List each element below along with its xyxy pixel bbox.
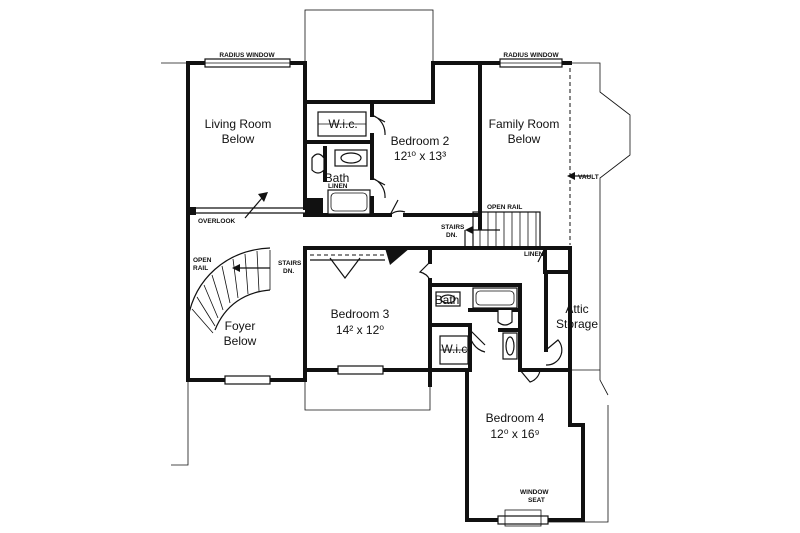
bedroom2-label: Bedroom 2 [391, 134, 450, 148]
bedroom2-dim: 12¹⁰ x 13³ [394, 149, 446, 163]
bath-lower-label: Bath [435, 293, 460, 307]
bedroom3-label: Bedroom 3 [331, 307, 390, 321]
stairs-left-2: DN. [283, 268, 294, 275]
bath-fixtures [311, 111, 518, 365]
radius-window-right: RADIUS WINDOW [503, 52, 559, 59]
open-rail-right: OPEN RAIL [487, 204, 522, 211]
linen-right: LINEN [524, 251, 544, 258]
foyer-below: Below [224, 334, 257, 348]
stairs-right-2: DN. [446, 232, 457, 239]
family-room-label: Family Room [489, 117, 560, 131]
bedroom3-dim: 14² x 12⁰ [336, 323, 384, 337]
attic-storage: Storage [556, 317, 598, 331]
stairs-left-1: STAIRS [278, 260, 302, 267]
window-seat-1: WINDOW [520, 489, 549, 496]
foyer-label: Foyer [225, 319, 256, 333]
lower-level-outlines [161, 9, 631, 523]
interior-walls [188, 100, 572, 372]
vault-line [567, 68, 590, 245]
windows [204, 58, 563, 527]
window-seat-2: SEAT [528, 497, 545, 504]
overlook-arrow [244, 192, 268, 219]
family-room-below: Below [508, 132, 541, 146]
doors [329, 114, 563, 383]
room-labels: Living Room Below Family Room Below Bedr… [205, 117, 599, 441]
linen-upper: LINEN [328, 183, 348, 190]
open-rail-left-2: RAIL [193, 265, 208, 272]
stairs-right-1: STAIRS [441, 224, 465, 231]
living-room-label: Living Room [205, 117, 272, 131]
bedroom4-dim: 12⁰ x 16⁹ [490, 427, 539, 441]
open-rail-left-1: OPEN [193, 257, 212, 264]
bedroom4-label: Bedroom 4 [486, 411, 545, 425]
overlook-label: OVERLOOK [198, 218, 236, 225]
columns [188, 198, 410, 265]
wic-lower-label: W.i.c. [441, 342, 470, 356]
radius-window-left: RADIUS WINDOW [219, 52, 275, 59]
straight-stair [464, 211, 541, 249]
living-room-below: Below [222, 132, 255, 146]
wic-upper-label: W.i.c. [328, 117, 357, 131]
bath-upper-label: Bath [325, 171, 350, 185]
attic-label: Attic [565, 302, 588, 316]
vault-label: VAULT [578, 174, 599, 181]
curved-stair [187, 247, 271, 334]
closet-shelves [310, 114, 385, 261]
annotation-labels: RADIUS WINDOW RADIUS WINDOW OVERLOOK OPE… [193, 52, 599, 504]
